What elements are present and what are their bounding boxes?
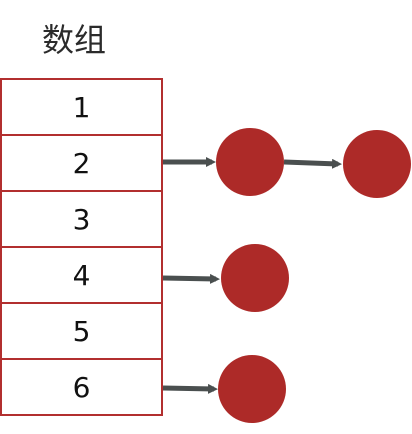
array-cell-5: 5	[0, 304, 163, 360]
list-node-2-1	[216, 128, 284, 196]
array-title: 数组	[42, 21, 107, 59]
array-cell-4: 4	[0, 248, 163, 304]
arrow-cell4-to-node1	[162, 273, 220, 284]
list-node-2-2	[343, 130, 411, 198]
arrow-node1-to-node2	[283, 158, 342, 169]
array-cell-3: 3	[0, 192, 163, 248]
array-cell-6: 6	[0, 360, 163, 416]
arrow-cell6-to-node1	[162, 383, 218, 394]
array-cell-2: 2	[0, 136, 163, 192]
list-node-4-1	[221, 244, 289, 312]
array-cell-1: 1	[0, 78, 163, 136]
array-table: 1 2 3 4 5 6	[0, 78, 163, 416]
list-node-6-1	[218, 355, 286, 423]
